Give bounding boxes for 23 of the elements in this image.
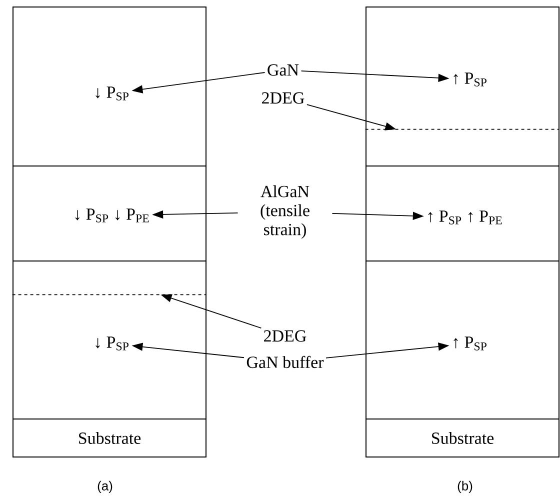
substrate-box: Substrate bbox=[366, 418, 560, 458]
layer-box bbox=[12, 6, 206, 166]
layer-box bbox=[12, 166, 206, 262]
layer-box bbox=[12, 260, 206, 420]
polarization-label: ↑ P$_{SP}$ ↑ P$_{PE}$ bbox=[428, 210, 502, 224]
polarization-label: ↓ P$_{SP}$ ↓ P$_{PE}$ bbox=[75, 208, 149, 222]
substrate-box: Substrate bbox=[12, 418, 206, 458]
material-label: GaN buffer bbox=[246, 356, 324, 368]
polarization-label: ↓ P$_{SP}$ bbox=[96, 86, 128, 100]
polarization-label: ↓ P$_{SP}$ bbox=[96, 336, 128, 350]
material-label: GaN bbox=[268, 64, 299, 76]
material-label: 2DEG bbox=[262, 92, 304, 104]
dashed-line bbox=[12, 294, 206, 296]
layer-box bbox=[366, 166, 560, 262]
polarization-label: ↑ P$_{SP}$ bbox=[454, 72, 486, 86]
figure-label: (a) bbox=[98, 480, 112, 494]
layer-box bbox=[366, 260, 560, 420]
material-label: 2DEG bbox=[264, 330, 306, 342]
dashed-line bbox=[364, 128, 560, 130]
figure-label: (b) bbox=[458, 480, 472, 494]
polarization-label: ↑ P$_{SP}$ bbox=[454, 336, 486, 350]
layer-box bbox=[366, 6, 560, 166]
material-label: AlGaN (tensile strain) bbox=[260, 185, 310, 239]
